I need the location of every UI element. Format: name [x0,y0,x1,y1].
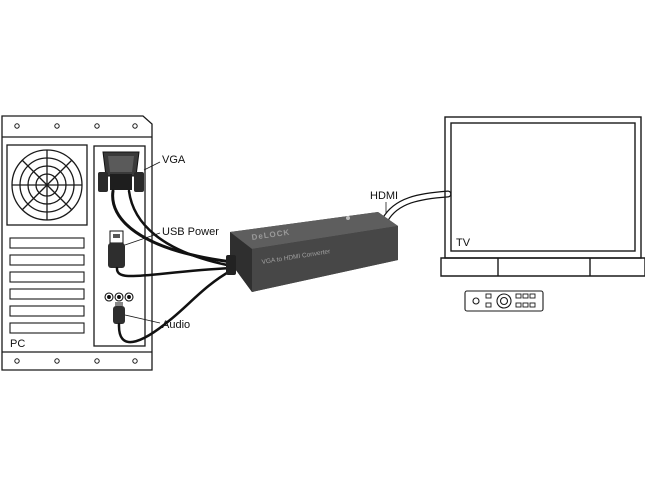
vga-to-hdmi-converter: DeLOCK VGA to HDMI Converter [226,212,398,292]
tv-monitor [440,116,645,277]
vga-cable [111,189,234,264]
label-audio: Audio [162,319,190,331]
audio-plug-icon [113,302,125,324]
label-hdmi: HDMI [370,190,398,202]
status-led-icon [346,216,350,220]
vga-port-icon [98,151,144,192]
label-tv: TV [456,237,471,249]
fan-grille-icon [6,144,88,226]
label-vga: VGA [162,154,186,166]
labels: VGA USB Power Audio PC HDMI TV [10,154,471,350]
pc-screws [14,123,138,364]
usb-cable [115,266,234,278]
audio-cable [117,268,234,344]
pc-tower [1,115,153,371]
label-usb-power: USB Power [162,226,219,238]
remote-control-icon [464,290,544,312]
label-pc: PC [10,338,25,350]
expansion-slots [9,237,85,334]
usb-plug-icon [108,230,125,268]
io-panel [93,145,146,347]
audio-jacks-icon [104,292,134,302]
